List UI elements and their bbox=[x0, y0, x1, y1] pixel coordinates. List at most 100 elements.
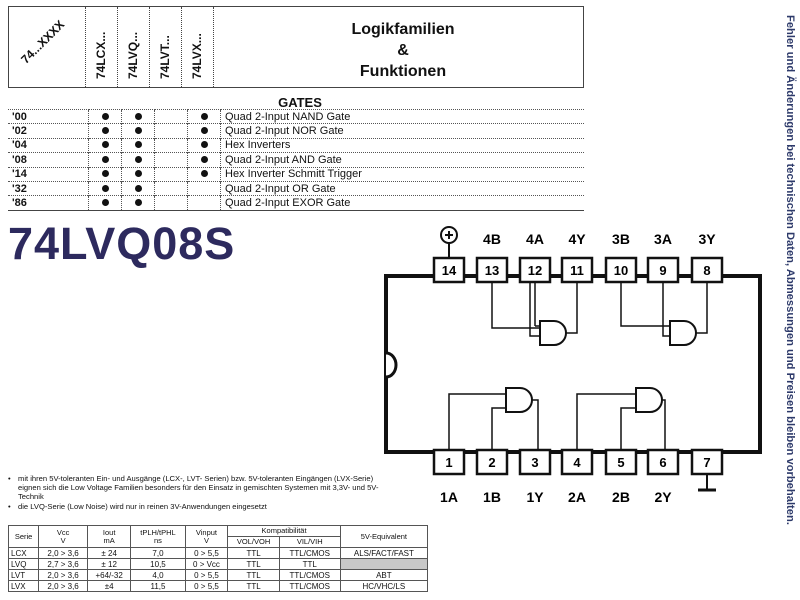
spec-tpd: 7,0 bbox=[130, 547, 186, 559]
gate-description: Quad 2-Input AND Gate bbox=[220, 152, 584, 168]
spec-vol: TTL bbox=[227, 569, 280, 581]
support-dot-icon bbox=[134, 170, 142, 178]
pin-number: 7 bbox=[703, 455, 710, 470]
and-gate-2 bbox=[635, 387, 663, 413]
gate-support-cell bbox=[88, 195, 122, 211]
top-pin: 14 bbox=[432, 256, 466, 284]
gate-code: '32 bbox=[8, 180, 89, 196]
th-vol-voh: VOL/VOH bbox=[227, 536, 280, 548]
spec-vil: TTL bbox=[278, 558, 341, 570]
gate-support-cell bbox=[121, 166, 155, 182]
support-dot-icon bbox=[101, 170, 109, 178]
support-dot-icon bbox=[134, 155, 142, 163]
pin-label: 4B bbox=[483, 231, 501, 247]
gate-support-cell bbox=[88, 137, 122, 153]
notes: mit ihren 5V-toleranten Ein- und Ausgäng… bbox=[8, 474, 388, 511]
header-col-all: 74...XXXX bbox=[9, 7, 86, 87]
gate-support-cell bbox=[187, 108, 221, 124]
spec-vin: 0 > 5,5 bbox=[184, 580, 229, 592]
support-dot-icon bbox=[134, 127, 142, 135]
top-pin: 13 bbox=[475, 256, 509, 284]
vcc-plus-icon bbox=[440, 226, 458, 258]
bottom-pin: 4 bbox=[560, 448, 594, 476]
ic-notch bbox=[385, 351, 398, 379]
top-pin: 10 bbox=[604, 256, 638, 284]
pin-number: 10 bbox=[614, 263, 628, 278]
support-dot-icon bbox=[200, 112, 208, 120]
gate-code: '08 bbox=[8, 152, 89, 168]
gate-support-cell bbox=[154, 108, 188, 124]
gate-support-cell bbox=[154, 123, 188, 139]
header-col-lvx: 74LVX... bbox=[181, 7, 214, 87]
gate-support-cell bbox=[121, 195, 155, 211]
support-dot-icon bbox=[101, 199, 109, 207]
support-dot-icon bbox=[134, 199, 142, 207]
spec-equiv bbox=[339, 558, 429, 570]
gate-code: '02 bbox=[8, 123, 89, 139]
gate-support-cell bbox=[121, 123, 155, 139]
spec-vcc: 2,0 > 3,6 bbox=[38, 547, 88, 559]
gate-support-cell bbox=[121, 180, 155, 196]
note-item: die LVQ-Serie (Low Noise) wird nur in re… bbox=[8, 502, 388, 511]
pin-number: 9 bbox=[659, 263, 666, 278]
gate-support-cell bbox=[88, 180, 122, 196]
support-dot-icon bbox=[200, 155, 208, 163]
spec-tpd: 10,5 bbox=[130, 558, 186, 570]
support-dot-icon bbox=[200, 170, 208, 178]
top-pin: 8 bbox=[690, 256, 724, 284]
header-lvt-label: 74LVT... bbox=[158, 35, 172, 79]
support-dot-icon bbox=[200, 141, 208, 149]
gate-support-cell bbox=[187, 180, 221, 196]
header-lcx-label: 74LCX... bbox=[94, 31, 108, 79]
gate-support-cell bbox=[187, 152, 221, 168]
pin-number: 11 bbox=[570, 263, 584, 278]
support-dot-icon bbox=[134, 184, 142, 192]
pin-label: 3A bbox=[654, 231, 672, 247]
pin-label: 1B bbox=[483, 489, 501, 505]
support-dot-icon bbox=[134, 112, 142, 120]
and-gate-1 bbox=[505, 387, 533, 413]
spec-vol: TTL bbox=[227, 558, 280, 570]
pin-number: 6 bbox=[659, 455, 666, 470]
spec-equiv: ABT bbox=[339, 569, 429, 581]
gate-support-cell bbox=[121, 137, 155, 153]
header-title-line3: Funktionen bbox=[359, 63, 447, 80]
bottom-pin: 5 bbox=[604, 448, 638, 476]
pin-label: 4A bbox=[526, 231, 544, 247]
pin-number: 8 bbox=[703, 263, 710, 278]
pin-number: 12 bbox=[528, 263, 542, 278]
spec-iout: +64/-32 bbox=[86, 569, 132, 581]
spec-vil: TTL/CMOS bbox=[278, 580, 341, 592]
header-lvx-label: 74LVX... bbox=[190, 33, 204, 79]
spec-tpd: 4,0 bbox=[130, 569, 186, 581]
bottom-pin: 6 bbox=[646, 448, 680, 476]
pin-label: 2A bbox=[568, 489, 586, 505]
gate-code: '00 bbox=[8, 108, 89, 124]
pin-number: 2 bbox=[488, 455, 495, 470]
gate-description: Quad 2-Input NAND Gate bbox=[220, 108, 584, 124]
gate-support-cell bbox=[154, 166, 188, 182]
note-item: mit ihren 5V-toleranten Ein- und Ausgäng… bbox=[8, 474, 388, 502]
spec-vol: TTL bbox=[227, 547, 280, 559]
pin-label: 4Y bbox=[568, 231, 586, 247]
spec-vil: TTL/CMOS bbox=[278, 569, 341, 581]
spec-serie: LVQ bbox=[7, 558, 40, 570]
spec-serie: LCX bbox=[7, 547, 40, 559]
th-vil-vih: VIL/VIH bbox=[278, 536, 341, 548]
pin-number: 5 bbox=[617, 455, 624, 470]
gate-description: Quad 2-Input EXOR Gate bbox=[220, 195, 584, 211]
gate-support-cell bbox=[187, 123, 221, 139]
pin-label: 2Y bbox=[654, 489, 672, 505]
spec-vcc: 2,7 > 3,6 bbox=[38, 558, 88, 570]
support-dot-icon bbox=[101, 112, 109, 120]
gate-description: Hex Inverters bbox=[220, 137, 584, 153]
